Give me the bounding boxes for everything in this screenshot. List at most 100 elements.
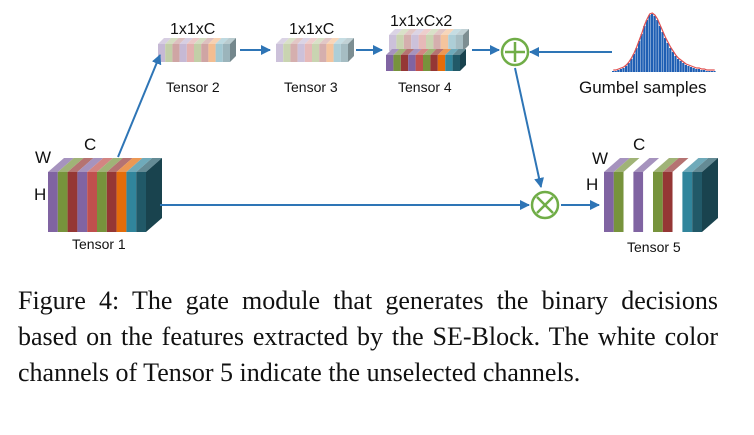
tensor-5-channel bbox=[613, 158, 640, 232]
gumbel-bar bbox=[710, 71, 713, 72]
gumbel-bar bbox=[713, 71, 716, 72]
tensor-2-block bbox=[158, 38, 236, 62]
gumbel-bar bbox=[690, 67, 693, 72]
tensor-1-channel bbox=[77, 158, 104, 232]
gumbel-bar bbox=[643, 26, 646, 72]
tensor-4-bottom-channel bbox=[437, 49, 452, 71]
tensor-4-top-channel bbox=[411, 29, 425, 51]
tensor-5-channel bbox=[623, 158, 650, 232]
tensor-2-channel bbox=[201, 38, 215, 62]
tensor-3-channel bbox=[312, 38, 326, 62]
gumbel-bar bbox=[622, 68, 625, 72]
tensor-4-block bbox=[386, 29, 469, 71]
tensor-1-channel bbox=[136, 158, 162, 232]
gumbel-bar bbox=[708, 71, 711, 72]
tensor-5-block bbox=[604, 158, 718, 232]
tensor-5-channel bbox=[653, 158, 679, 232]
gumbel-bar bbox=[630, 59, 633, 72]
tensor-4-bottom-channel bbox=[386, 49, 400, 71]
tensor-4-bottom-channel bbox=[430, 49, 444, 71]
gumbel-bar bbox=[666, 43, 669, 72]
tensor-1-channel bbox=[57, 158, 84, 232]
tensor-1-label: Tensor 1 bbox=[72, 236, 126, 252]
gumbel-bar bbox=[617, 70, 620, 72]
tensor-5-channel bbox=[662, 158, 689, 232]
gumbel-bar bbox=[625, 66, 628, 72]
tensor-4-top-channel bbox=[448, 29, 462, 51]
gumbel-bar bbox=[697, 69, 700, 72]
tensor-1-channel-label: C bbox=[84, 135, 96, 154]
tensor-1-channel bbox=[87, 158, 113, 232]
tensor-1-channel bbox=[48, 158, 74, 232]
gumbel-bar bbox=[658, 26, 661, 72]
arrow-add-to-multiply bbox=[514, 67, 544, 188]
tensor-4-bottom-channel bbox=[423, 49, 437, 71]
tensor-5-channel bbox=[682, 158, 709, 232]
multiply-operator-icon bbox=[530, 190, 560, 220]
gumbel-bar bbox=[677, 59, 680, 72]
tensor-5-channel bbox=[692, 158, 718, 232]
tensor-4-bottom-channel bbox=[452, 49, 466, 71]
tensor-2-channel bbox=[215, 38, 229, 62]
tensor-2-channel bbox=[222, 38, 236, 62]
gumbel-bar bbox=[653, 16, 656, 72]
gumbel-bar bbox=[614, 71, 617, 72]
gumbel-bar bbox=[612, 71, 615, 72]
tensor-2-channel bbox=[158, 38, 172, 62]
arrow-tensor1-to-tensor2 bbox=[117, 54, 162, 158]
gumbel-bar bbox=[632, 54, 635, 72]
tensor-2-channel bbox=[194, 38, 208, 62]
gumbel-bar bbox=[679, 61, 682, 72]
tensor-3-channel bbox=[290, 38, 304, 62]
tensor-4-bottom-channel bbox=[408, 49, 422, 71]
tensor-1-channel bbox=[106, 158, 133, 232]
tensor-4-top-channel bbox=[396, 29, 410, 51]
tensor-1-side-face bbox=[146, 158, 162, 232]
tensor-1-channel bbox=[116, 158, 143, 232]
tensor-3-side-face bbox=[348, 38, 354, 62]
tensor-2-channel bbox=[186, 38, 200, 62]
gumbel-bar bbox=[640, 34, 643, 72]
gumbel-bar bbox=[703, 70, 706, 72]
tensor-4-top-channel bbox=[440, 29, 455, 51]
gumbel-bar bbox=[669, 48, 672, 72]
gumbel-histogram-icon bbox=[612, 12, 716, 72]
tensor-4-top-channel bbox=[418, 29, 432, 51]
gumbel-bar bbox=[674, 56, 677, 72]
gumbel-bar bbox=[684, 65, 687, 72]
tensor-1-width-label: W bbox=[35, 148, 51, 167]
tensor-5-channel bbox=[633, 158, 660, 232]
gumbel-bar bbox=[692, 68, 695, 72]
tensor-4-bottom-side-face bbox=[460, 49, 466, 71]
gumbel-bar bbox=[661, 32, 664, 72]
tensor-5-channel bbox=[643, 158, 669, 232]
tensor-4-top-channel bbox=[455, 29, 469, 51]
tensor-4-top-channel bbox=[389, 29, 403, 51]
tensor-3-channel bbox=[326, 38, 340, 62]
tensor-2-channel bbox=[172, 38, 186, 62]
figure-caption: Figure 4: The gate module that generates… bbox=[18, 286, 718, 387]
tensor-1-channel bbox=[126, 158, 153, 232]
tensor-1-channel bbox=[97, 158, 123, 232]
tensor-5-side-face bbox=[702, 158, 718, 232]
tensor-2-dim-label: 1x1xC bbox=[170, 21, 215, 38]
tensor-3-label: Tensor 3 bbox=[284, 79, 338, 95]
tensor-3-block bbox=[276, 38, 354, 62]
tensor-5-channel bbox=[604, 158, 630, 232]
tensor-2-channel bbox=[179, 38, 193, 62]
gumbel-bar bbox=[651, 14, 654, 72]
gumbel-bar bbox=[648, 15, 651, 72]
tensor-4-bottom-channel bbox=[445, 49, 459, 71]
tensor-2-channel bbox=[208, 38, 222, 62]
gumbel-bar bbox=[638, 41, 641, 72]
tensor-3-channel bbox=[304, 38, 318, 62]
gumbel-bar bbox=[705, 71, 708, 72]
tensor-3-channel bbox=[319, 38, 333, 62]
gumbel-bar bbox=[656, 20, 659, 72]
tensor-4-dim-label: 1x1xCx2 bbox=[390, 13, 452, 30]
gumbel-bar bbox=[695, 69, 698, 72]
tensor-4-top-channel bbox=[403, 29, 418, 51]
tensor-2-channel bbox=[165, 38, 179, 62]
tensor-2-label: Tensor 2 bbox=[166, 79, 220, 95]
tensor-4-bottom-channel bbox=[393, 49, 407, 71]
